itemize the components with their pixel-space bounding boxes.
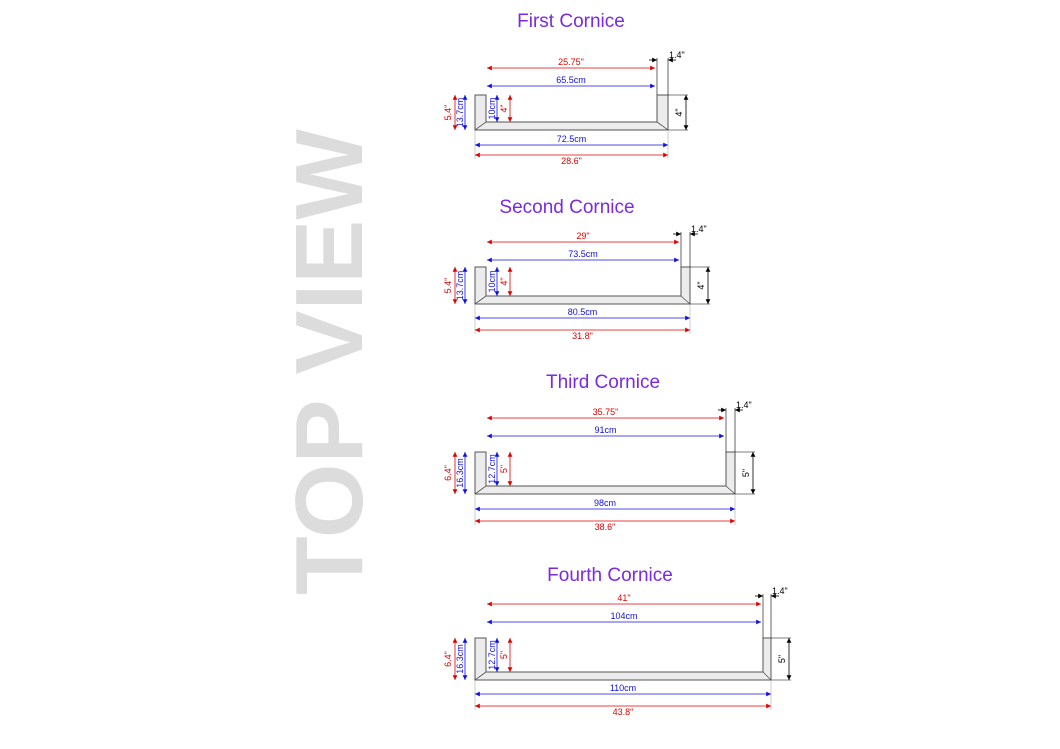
top-view-label: TOP VIEW [276, 129, 383, 595]
total-inch-label: 28.6" [561, 156, 582, 166]
shelf-bevel-right [656, 121, 669, 131]
shelf-bevel-left [474, 295, 487, 305]
shelf-bevel-left [474, 671, 487, 681]
total-cm-label: 80.5cm [568, 307, 598, 317]
total-inch-label: 38.6" [595, 522, 616, 532]
right-lip-label: 4" [674, 108, 684, 116]
cornice-title: First Cornice [517, 11, 625, 32]
depth-inch-label: 6.4" [443, 651, 453, 667]
total-cm-label: 110cm [610, 683, 636, 693]
depth-inch-label: 5.4" [443, 105, 453, 121]
lip-inch-label: 5" [499, 651, 509, 659]
depth-inch-label: 5.4" [443, 278, 453, 294]
shelf-outline [474, 451, 736, 495]
cornice-group: First Cornice25.75"65.5cm1.4"4"5.4"13.7c… [443, 11, 792, 717]
inner-cm-label: 73.5cm [568, 249, 598, 259]
cornice-2: Second Cornice 29" 73.5cm 1.4" 4" 5.4"13.7cm 1… [443, 197, 711, 341]
depth-cm-label: 16.3cm [455, 644, 465, 674]
shelf-bevel-left [474, 485, 487, 495]
lip-cm-label: 10cm [487, 270, 497, 292]
lip-cm-label: 10cm [487, 97, 497, 119]
depth-cm-label: 16.3cm [455, 458, 465, 488]
lip-inch-label: 4" [499, 277, 509, 285]
cornice-title: Fourth Cornice [547, 565, 673, 586]
inner-inch-label: 25.75" [558, 57, 584, 67]
depth-cm-label: 13.7cm [455, 271, 465, 301]
shelf-bevel-right [680, 295, 691, 305]
lip-cm-label: 12.7cm [487, 640, 497, 670]
lip-inch-label: 4" [499, 104, 509, 112]
inner-cm-label: 91cm [594, 425, 616, 435]
thickness-label: 1.4" [736, 400, 752, 410]
cornice-title: Second Cornice [499, 197, 634, 218]
lip-inch-label: 5" [499, 465, 509, 473]
thickness-label: 1.4" [669, 50, 685, 60]
total-inch-label: 43.8" [613, 707, 634, 717]
total-cm-label: 98cm [594, 498, 616, 508]
thickness-label: 1.4" [691, 224, 707, 234]
inner-inch-label: 29" [576, 231, 589, 241]
lip-cm-label: 12.7cm [487, 454, 497, 484]
cornice-1: First Cornice 25.75" 65.5cm 1.4" 4" 5.4"13.7c… [443, 11, 689, 166]
depth-cm-label: 13.7cm [455, 98, 465, 128]
right-lip-label: 4" [696, 281, 706, 289]
inner-inch-label: 41" [617, 593, 630, 603]
right-lip-label: 5" [777, 655, 787, 663]
inner-inch-label: 35.75" [593, 407, 619, 417]
cornice-3: Third Cornice 35.75" 91cm 1.4" 5" 6.4"16.3cm 1… [443, 372, 756, 532]
cornice-4: Fourth Cornice 41" 104cm 1.4" 5" 6.4"16.3cm 12… [443, 565, 792, 717]
depth-inch-label: 6.4" [443, 465, 453, 481]
shelf-bevel-right [725, 485, 736, 495]
shelf-bevel-left [474, 121, 487, 131]
cornice-title: Third Cornice [546, 372, 660, 393]
total-inch-label: 31.8" [572, 331, 593, 341]
right-lip-label: 5" [741, 469, 751, 477]
total-cm-label: 72.5cm [557, 134, 587, 144]
shelf-bevel-right [762, 671, 772, 681]
shelf-outline [474, 637, 772, 681]
inner-cm-label: 65.5cm [556, 75, 586, 85]
inner-cm-label: 104cm [610, 611, 637, 621]
thickness-label: 1.4" [772, 586, 788, 596]
